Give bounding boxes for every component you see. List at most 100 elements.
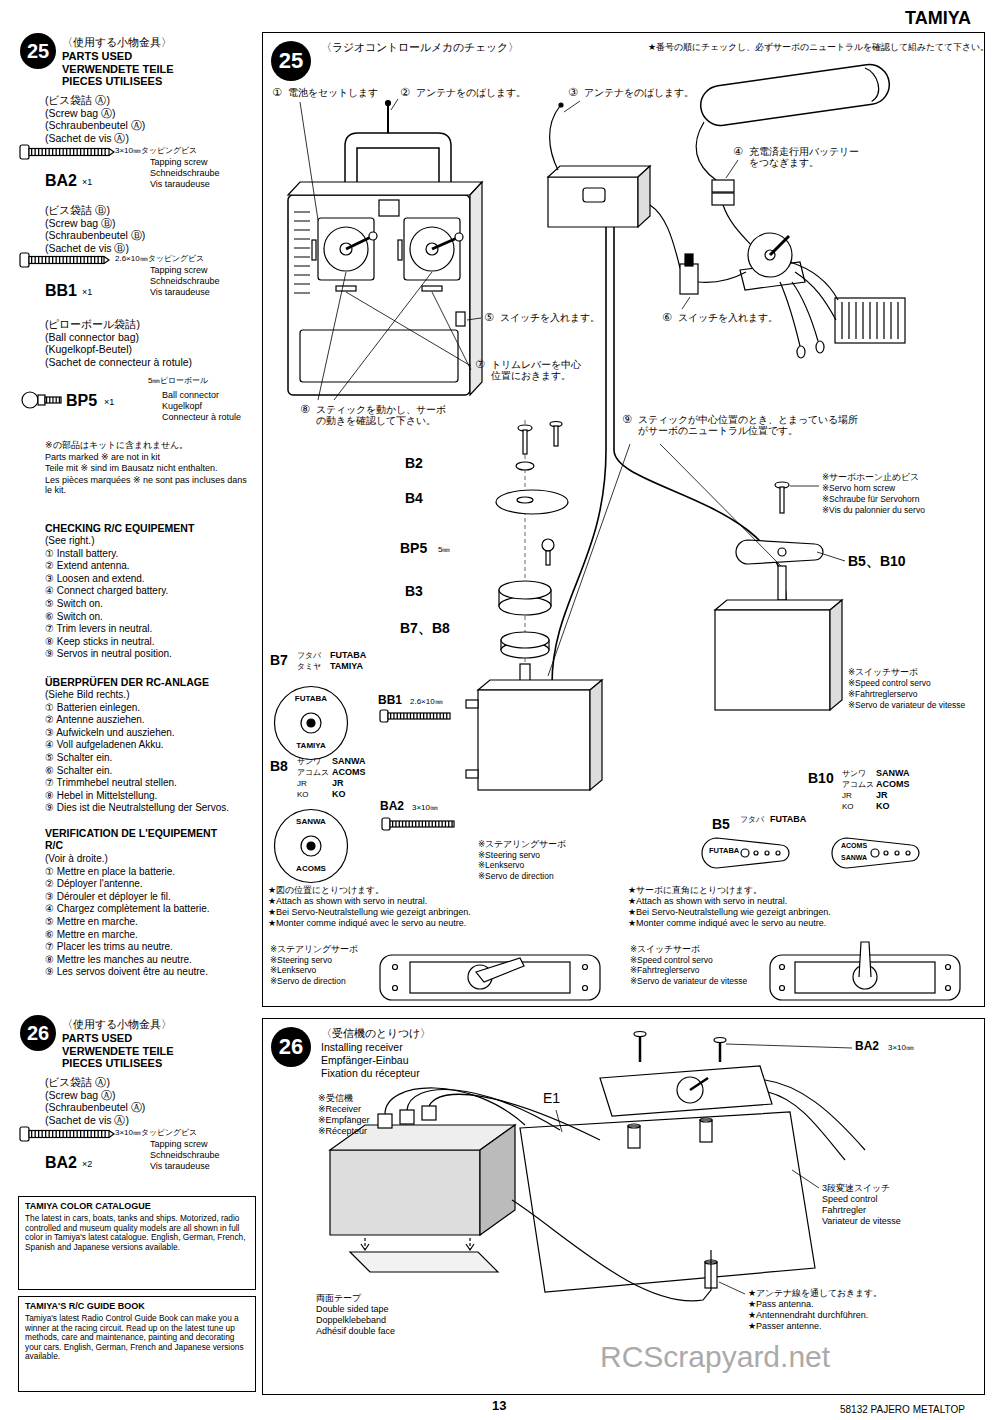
speed-controller bbox=[797, 346, 805, 358]
caption-text: Schneidschraube bbox=[150, 276, 220, 286]
step-panel: 〈ラジオコントロールメカのチェック〉★番号の順にチェックし、必ずサーボのニュート… bbox=[262, 32, 985, 1007]
speed-controller bbox=[748, 233, 792, 277]
tapping-screw bbox=[380, 710, 450, 722]
node-text: Installing receiver bbox=[321, 1041, 403, 1053]
node-text: Tamiya's latest Radio Control Guide Book… bbox=[25, 1314, 251, 1362]
caption-text: ⑦ Trim levers in neutral. bbox=[45, 623, 152, 635]
node-text: TAMIYA bbox=[273, 741, 349, 750]
caption-text: ※Speed control servo bbox=[848, 679, 973, 689]
part-code: B5、B10 bbox=[848, 553, 906, 569]
caption-text: ② Extend antenna. bbox=[45, 560, 130, 572]
receiver-install bbox=[768, 1092, 845, 1160]
receiver-install bbox=[639, 1036, 642, 1062]
tapping-screw bbox=[390, 821, 454, 827]
caption-text: ÜBERPRÜFEN DER RC-ANLAGE bbox=[45, 676, 209, 688]
speed-controller bbox=[680, 264, 698, 294]
caption-text: (Kugelkopf-Beutel) bbox=[45, 343, 132, 355]
caption-text: (Screw bag Ⓑ) bbox=[45, 217, 116, 229]
receiver bbox=[638, 166, 650, 227]
caption-text: 3×10㎜タッピングビス bbox=[115, 1128, 197, 1137]
caption-text: ⑧ Keep sticks in neutral. bbox=[45, 636, 155, 648]
part-code: BP5 bbox=[66, 392, 97, 410]
mount-plate bbox=[859, 942, 871, 977]
mount-plate bbox=[380, 942, 960, 1000]
caption-text: ACOMS bbox=[332, 767, 366, 777]
step-number-circle: 25 bbox=[20, 33, 56, 69]
steering-servo bbox=[516, 462, 534, 470]
node-heading: TAMIYA COLOR CATALOGUE bbox=[25, 1201, 251, 1211]
leader-line bbox=[564, 101, 580, 112]
caption-text: ③ Dérouler et déployer le fil. bbox=[45, 891, 171, 903]
receiver-install bbox=[330, 1150, 480, 1235]
leader-line bbox=[556, 1044, 852, 1294]
battery-lead bbox=[650, 205, 680, 268]
node-text: SANWA bbox=[841, 854, 867, 862]
caption-text: (ピローボール袋詰) bbox=[45, 318, 140, 330]
transmitter bbox=[456, 312, 465, 326]
node-heading: FUTABA bbox=[273, 694, 349, 703]
ball-connector bbox=[22, 392, 38, 408]
part-code: BA2 bbox=[380, 800, 404, 814]
caption-text: スイッチを入れます。 bbox=[500, 313, 600, 324]
caption-text: SANWA bbox=[876, 768, 910, 778]
transmitter bbox=[387, 104, 389, 133]
steering-servo bbox=[523, 430, 527, 454]
step-number-circle: 26 bbox=[271, 1027, 311, 1067]
caption-text: VERIFICATION DE L'EQUIPEMENT R/C bbox=[45, 827, 235, 851]
caption-text: ※受信機 bbox=[318, 1093, 353, 1103]
speed-control-servo bbox=[715, 600, 842, 610]
receiver-install bbox=[400, 1110, 414, 1124]
steering-servo bbox=[499, 581, 551, 599]
caption-text: ※スイッチサーボ bbox=[848, 668, 973, 678]
steering-servo bbox=[478, 680, 602, 690]
caption-text: トリムレバーを中心位置におきます。 bbox=[491, 360, 581, 382]
speed-controller bbox=[842, 302, 898, 339]
receiver-install bbox=[700, 1118, 712, 1122]
steering-servo bbox=[520, 664, 530, 682]
battery-lead bbox=[650, 122, 752, 268]
receiver bbox=[583, 188, 605, 202]
ball-connector bbox=[45, 397, 61, 403]
mount-plate bbox=[380, 955, 600, 1000]
caption-text: ×1 bbox=[82, 177, 92, 187]
steering-servo bbox=[466, 420, 602, 790]
caption-text: (Screw bag Ⓐ) bbox=[45, 1089, 116, 1101]
caption-text: Tapping screw bbox=[150, 265, 208, 275]
part-code: BB1 bbox=[378, 694, 402, 708]
part-code: BA2 bbox=[45, 172, 77, 190]
caption-text: (Voir à droite.) bbox=[45, 853, 108, 865]
speed-controller bbox=[680, 233, 905, 358]
caption-text: (ビス袋詰 Ⓐ) bbox=[45, 1076, 110, 1088]
part-code: BB1 bbox=[45, 282, 77, 300]
info-box: TAMIYA'S R/C GUIDE BOOKTamiya's latest R… bbox=[18, 1296, 256, 1392]
caption-text: Vis taraudeuse bbox=[150, 1161, 210, 1171]
transmitter bbox=[386, 101, 391, 106]
transmitter bbox=[422, 286, 442, 291]
leader-line bbox=[318, 272, 346, 400]
leader-line bbox=[467, 318, 481, 320]
leader-line bbox=[726, 1044, 852, 1048]
receiver-install bbox=[719, 1042, 722, 1062]
caption-text: 5㎜ bbox=[438, 545, 450, 554]
caption-text: 13 bbox=[492, 1399, 506, 1414]
ball-connector bbox=[38, 395, 45, 405]
caption-text: Tapping screw bbox=[150, 157, 208, 167]
callout-number: ⑤ bbox=[484, 311, 494, 324]
receiver-install bbox=[350, 1252, 498, 1272]
caption-text: ① Mettre en place la batterie. bbox=[45, 866, 175, 878]
caption-text: ※ステアリングサーボ bbox=[270, 945, 358, 955]
line-art bbox=[20, 62, 960, 1301]
caption-text: Adhésif double face bbox=[316, 1326, 395, 1336]
caption-text: ② Antenne ausziehen. bbox=[45, 714, 145, 726]
receiver-install bbox=[429, 1094, 600, 1140]
leader-line bbox=[719, 1282, 745, 1294]
caption-text: ※スイッチサーボ bbox=[630, 945, 700, 955]
receiver-install bbox=[628, 1126, 640, 1148]
caption-text: ※Steering servo bbox=[478, 851, 540, 861]
caption-text: ① Install battery. bbox=[45, 548, 118, 560]
caption-text: ※Fahrtreglerservo bbox=[630, 966, 699, 976]
leader-line bbox=[817, 552, 845, 561]
transmitter bbox=[336, 286, 356, 291]
mount-plate bbox=[780, 965, 785, 970]
battery-pack bbox=[698, 62, 892, 128]
